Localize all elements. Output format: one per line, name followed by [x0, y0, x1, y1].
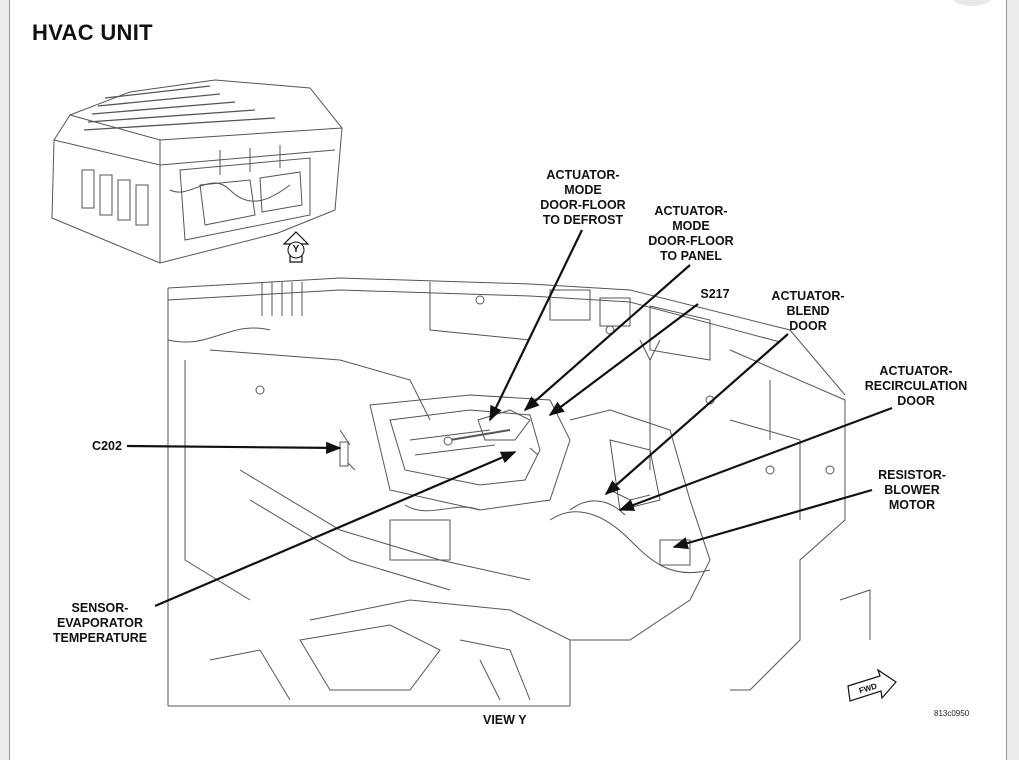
leader-sensor	[154, 450, 517, 608]
callout-actuator-mode-panel: ACTUATOR- MODE DOOR-FLOOR TO PANEL	[648, 204, 734, 263]
main-view-line-art	[167, 277, 871, 707]
leader-mode-defrost	[489, 229, 583, 422]
leader-recirc	[618, 406, 893, 512]
callout-actuator-mode-defrost: ACTUATOR- MODE DOOR-FLOOR TO DEFROST	[540, 168, 626, 227]
figure-id: 813c0950	[934, 709, 970, 718]
callout-sensor-evaporator-temperature: SENSOR- EVAPORATOR TEMPERATURE	[52, 601, 148, 645]
page-title: HVAC UNIT	[32, 20, 153, 45]
callout-c202: C202	[92, 439, 122, 453]
leader-s217	[548, 303, 699, 416]
callout-s217: S217	[700, 287, 730, 301]
leader-resistor	[672, 488, 873, 550]
hvac-diagram	[51, 79, 897, 707]
view-marker-letter: Y	[292, 244, 300, 255]
vehicle-overview-sketch	[51, 79, 343, 264]
view-direction-marker	[282, 231, 310, 263]
scroll-corner	[950, 0, 994, 6]
leader-lines	[126, 229, 893, 608]
callout-resistor-blower-motor: RESISTOR- BLOWER MOTOR	[878, 468, 946, 512]
callout-actuator-blend-door: ACTUATOR- BLEND DOOR	[771, 289, 845, 333]
forward-direction-marker	[847, 668, 897, 702]
view-caption: VIEW Y	[483, 713, 527, 727]
leader-mode-panel	[523, 264, 691, 412]
callout-actuator-recirculation-door: ACTUATOR- RECIRCULATION DOOR	[864, 364, 968, 408]
document-page: HVAC UNIT	[9, 0, 1007, 760]
leader-blend	[604, 333, 789, 496]
leader-c202	[126, 441, 342, 455]
